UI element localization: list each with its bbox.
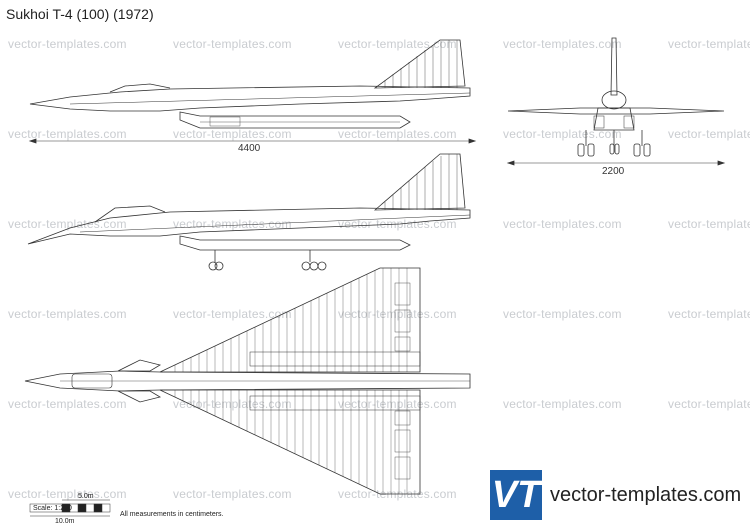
- length-dimension-label: 4400: [238, 143, 261, 154]
- watermark: vector-templates.com: [668, 397, 750, 411]
- watermark: vector-templates.com: [173, 307, 292, 321]
- brand-logo-icon: VT: [490, 470, 542, 520]
- watermark: vector-templates.com: [173, 37, 292, 51]
- watermark: vector-templates.com: [503, 397, 622, 411]
- scale-ratio-label: Scale: 1:250: [33, 505, 72, 512]
- watermark: vector-templates.com: [8, 127, 127, 141]
- watermark: vector-templates.com: [173, 127, 292, 141]
- watermark: vector-templates.com: [338, 37, 457, 51]
- watermark: vector-templates.com: [668, 217, 750, 231]
- length-dimension-line: [28, 138, 477, 144]
- brand-logo-text: vector-templates.com: [550, 484, 742, 506]
- watermark: vector-templates.com: [8, 307, 127, 321]
- watermark: vector-templates.com: [503, 37, 622, 51]
- watermark: vector-templates.com: [338, 127, 457, 141]
- span-dimension-label: 2200: [602, 166, 625, 177]
- watermark: vector-templates.com: [668, 307, 750, 321]
- span-dimension-line: [506, 160, 726, 166]
- side-view-top: [29, 39, 471, 129]
- watermark: vector-templates.com: [503, 127, 622, 141]
- watermark: vector-templates.com: [173, 397, 292, 411]
- scale-bar: [29, 499, 111, 517]
- plan-view: [24, 267, 471, 495]
- front-view: [507, 37, 725, 157]
- side-view-gear-down: [27, 153, 471, 271]
- scale-ten-label: 10.0m: [55, 518, 75, 525]
- watermark: vector-templates.com: [173, 217, 292, 231]
- watermark: vector-templates.com: [503, 217, 622, 231]
- watermark: vector-templates.com: [338, 397, 457, 411]
- watermark: vector-templates.com: [8, 487, 127, 501]
- watermark: vector-templates.com: [668, 37, 750, 51]
- watermark: vector-templates.com: [503, 307, 622, 321]
- watermark: vector-templates.com: [8, 397, 127, 411]
- watermark: vector-templates.com: [173, 487, 292, 501]
- watermark: vector-templates.com: [8, 37, 127, 51]
- page-title: Sukhoi T-4 (100) (1972): [6, 6, 154, 22]
- measurement-note: All measurements in centimeters.: [120, 511, 224, 518]
- watermark: vector-templates.com: [668, 127, 750, 141]
- watermark: vector-templates.com: [338, 307, 457, 321]
- scale-five-label: 5.0m: [78, 493, 94, 500]
